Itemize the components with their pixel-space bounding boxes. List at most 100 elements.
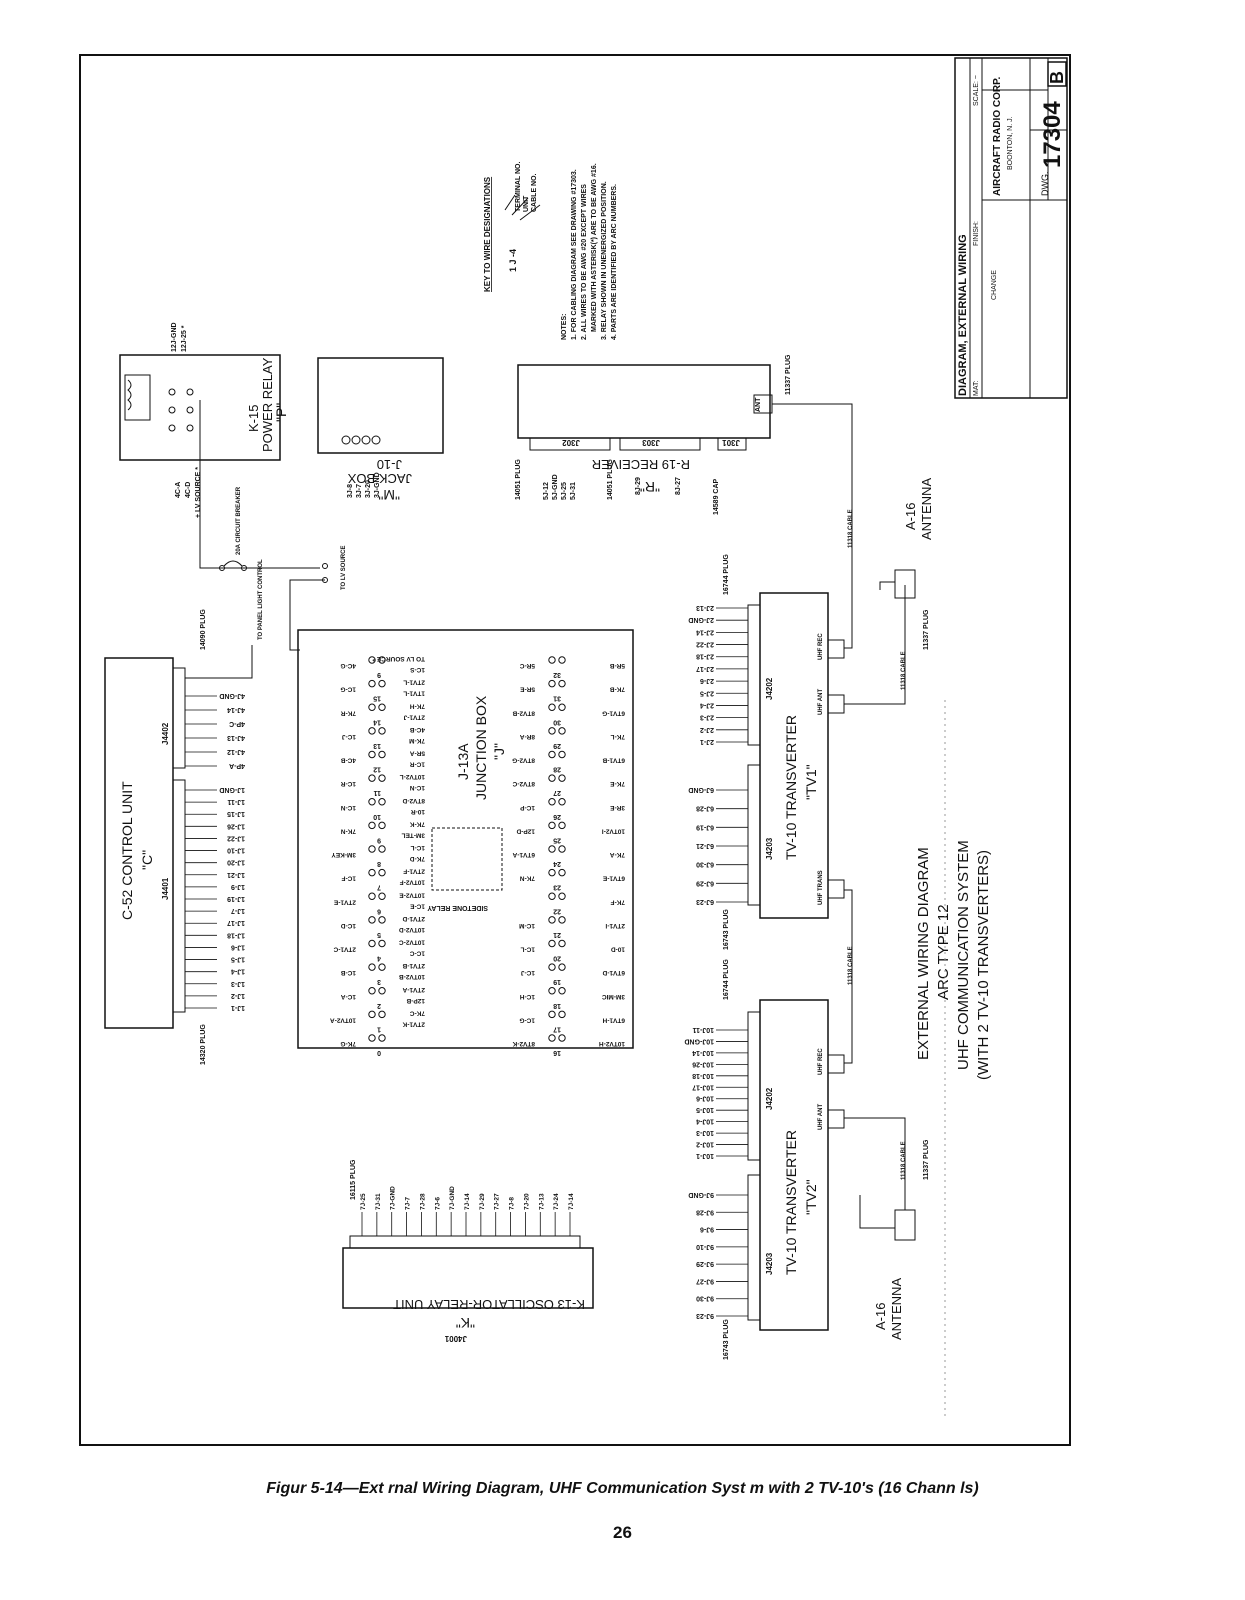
- osc-wire-11: 7J-20: [523, 1193, 530, 1210]
- jb-left-terminal-a-3: [368, 727, 376, 735]
- jb-right-terminal-a-0: [548, 656, 556, 664]
- jb-left-terminal-b-14: [378, 987, 386, 995]
- receiver-ant: ANT: [755, 397, 762, 412]
- osc-wire-0: 7J-25: [360, 1193, 367, 1210]
- jb-left-terminal-a-2: [368, 703, 376, 711]
- tv1-j4202-wire-2: 2J-3: [700, 714, 714, 721]
- jb-right-a-6: 1C-P: [520, 804, 535, 811]
- tv2-designator: "TV2": [803, 1179, 819, 1215]
- tv2-j4202-wire-3: 10J-4: [696, 1118, 714, 1125]
- jb-left-terminal-a-10: [368, 892, 376, 900]
- jb-right-terminal-a-14: [548, 987, 556, 995]
- power-relay-wire-1: 4C-A: [175, 482, 182, 498]
- jb-left-b-9: 2TV1-F: [403, 868, 425, 875]
- jb-right-terminal-a-1: [548, 679, 556, 688]
- jb-right-terminal-a-15: [548, 1010, 556, 1019]
- jb-right-terminal-b-14: [558, 987, 566, 995]
- jb-right-terminal-a-3: [548, 727, 556, 735]
- antenna-1-subtitle: ANTENNA: [919, 478, 934, 540]
- figure-caption: Figur 5-14—Ext rnal Wiring Diagram, UHF …: [266, 1480, 979, 1497]
- jb-left-b-10: 10TV2-E: [399, 891, 425, 898]
- cu-j4401-wire-9: 1J-19: [227, 895, 245, 902]
- main-title: EXTERNAL WIRING DIAGRAM ARC TYPE 12 UHF …: [915, 840, 992, 1080]
- cu-j4401-wire-8: 1J-7: [231, 907, 245, 914]
- cu-j4402-wire-2: 4J-13: [227, 734, 245, 741]
- jb-right-b-10: 7K-F: [611, 898, 625, 905]
- receiver-plug-a: 14051 PLUG: [515, 459, 522, 500]
- jb-left-c-2: 2TV1-J: [403, 713, 425, 720]
- jb-left-b-3: 4C-B: [410, 726, 425, 733]
- jb-right-num-5: 27: [553, 789, 561, 796]
- transverter-tv2: TV-10 TRANSVERTER "TV2" J4202 J4203 UHF …: [684, 959, 845, 1360]
- jb-left-num-11: 5: [377, 931, 381, 938]
- osc-wire-1: 7J-31: [375, 1193, 382, 1210]
- jb-left-a-15: 10TV2-A: [330, 1016, 356, 1023]
- tv1-title: TV-10 TRANSVERTER: [783, 715, 799, 860]
- jb-right-b-1: 7K-B: [610, 686, 625, 693]
- tv1-designator: "TV1": [803, 764, 819, 800]
- receiver-wire-a2: 5J-GND: [552, 474, 559, 500]
- jb-left-c-10: 1C-E: [410, 902, 425, 909]
- receiver-wire-a3: 5J-25: [561, 482, 568, 500]
- main-title-3: UHF COMMUNICATION SYSTEM: [955, 840, 972, 1070]
- jb-right-a-14: 1C-H: [520, 993, 535, 1000]
- jb-left-c-8: 7K-D: [410, 855, 425, 862]
- cu-j4402-wire-5: 4J-GND: [219, 692, 245, 699]
- cu-j4401-wire-17: 1J-11: [227, 798, 245, 805]
- power-relay-wire-3: + LV SOURCE *: [195, 467, 202, 518]
- tv1-plug-b: 16743 PLUG: [723, 909, 730, 950]
- jb-left-num-2: 14: [373, 718, 381, 725]
- jb-left-a-4: 4C-B: [341, 757, 356, 764]
- tv2-j4202-wire-10: 10J-GND: [684, 1037, 714, 1044]
- tv2-j4202-wire-8: 10J-26: [692, 1060, 714, 1067]
- osc-wire-6: 7J-GND: [449, 1186, 456, 1210]
- antenna-1-title: A-16: [903, 503, 918, 530]
- rf-cabling: [772, 403, 906, 1200]
- jb-right-a-1: 5R-E: [520, 686, 535, 693]
- tv1-j4202-wire-1: 2J-2: [700, 726, 714, 733]
- antenna-2: A-16 ANTENNA 11318 CABLE 11318 CABLE 113…: [848, 946, 930, 1340]
- jb-right-num-4: 28: [553, 766, 561, 773]
- jb-right-b-7: 10TV2-I: [602, 827, 625, 834]
- jb-left-a-8: 3M-KEY: [331, 851, 356, 858]
- cable-tv2-label: 11318 CABLE: [901, 1141, 907, 1180]
- control-unit-j4402: J4402: [161, 722, 170, 745]
- jb-right-b-3: 7K-L: [611, 733, 625, 740]
- drawing-border: [79, 54, 1071, 1446]
- jb-left-num-10: 6: [377, 907, 381, 914]
- antenna-1: A-16 ANTENNA 11318 CABLE 11318 CABLE 113…: [848, 478, 934, 690]
- jb-right-terminal-b-2: [558, 703, 566, 711]
- jb-right-terminal-b-8: [558, 845, 566, 853]
- tv1-j4202-wire-3: 2J-4: [700, 701, 714, 708]
- cu-j4401-wire-2: 1J-3: [231, 980, 245, 987]
- drawing-revision: B: [1047, 71, 1067, 84]
- tv1-j4203-wire-3: 6J-21: [696, 842, 714, 849]
- junction-box-designator: "J": [491, 743, 507, 760]
- jb-right-num-11: 21: [553, 931, 561, 938]
- cu-j4401-wire-18: 1J-GND: [219, 786, 245, 793]
- wire-key-cable: CABLE NO.: [531, 173, 538, 212]
- jb-left-terminal-b-10: [378, 892, 386, 900]
- osc-wire-5: 7J-6: [434, 1197, 441, 1210]
- tv2-plug-a: 16744 PLUG: [723, 959, 730, 1000]
- control-unit-plug2: 14320 PLUG: [200, 1024, 207, 1065]
- osc-wire-14: 7J-14: [568, 1193, 575, 1210]
- wire-key: KEY TO WIRE DESIGNATIONS 1 J -4 TERMINAL…: [483, 162, 541, 292]
- note-2: 2. ALL WIRES TO BE AWG #20 EXCEPT WIRES: [581, 184, 588, 340]
- jb-left-a-7: 7K-N: [341, 827, 356, 834]
- cable-rx-label: 11318 CABLE: [848, 509, 854, 548]
- jb-left-b-8: 1C-L: [411, 844, 425, 851]
- jb-left-a-16: 7K-G: [340, 1040, 356, 1047]
- title-block-header: DIAGRAM, EXTERNAL WIRING: [957, 234, 969, 396]
- notes: NOTES: 1. FOR CABLING DIAGRAM SEE DRAWIN…: [561, 163, 618, 340]
- cu-j4401-wire-14: 1J-22: [227, 834, 245, 841]
- jb-right-b-13: 6TV1-D: [602, 969, 625, 976]
- tv2-rec: UHF REC: [818, 1048, 824, 1075]
- jb-left-b-13: 2TV1-B: [402, 962, 425, 969]
- tv2-j4203-wire-0: 9J-23: [696, 1312, 714, 1319]
- jb-left-terminal-b-4: [378, 750, 386, 759]
- cable-tv-link-label: 11318 CABLE: [848, 946, 854, 985]
- receiver-wire-b1: 8J-29: [635, 477, 642, 495]
- jb-left-num-3: 13: [373, 742, 381, 749]
- osc-wire-8: 7J-29: [479, 1193, 486, 1210]
